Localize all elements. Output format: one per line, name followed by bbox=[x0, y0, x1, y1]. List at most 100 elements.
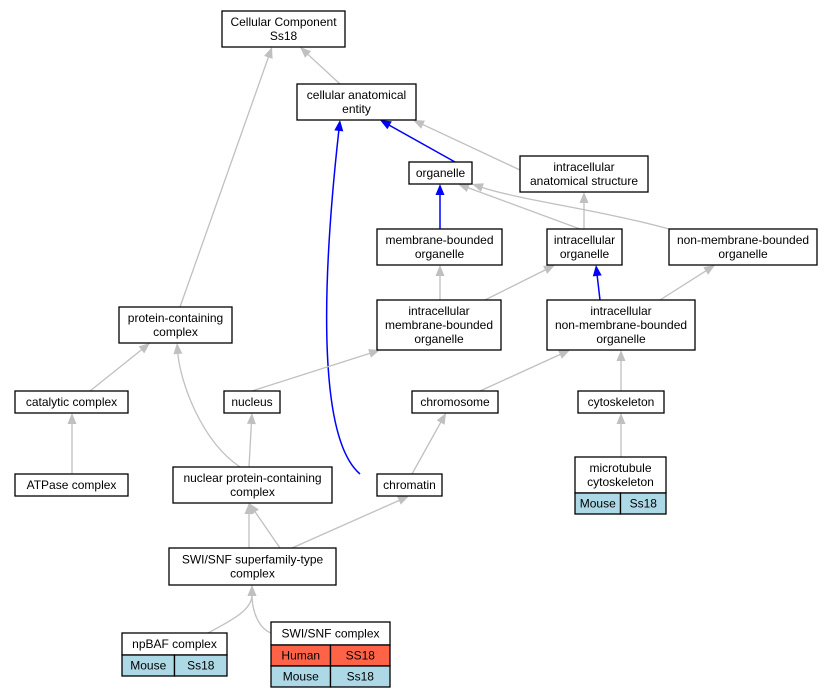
node-label-line: organelle bbox=[560, 247, 610, 261]
node-label-line: catalytic complex bbox=[26, 395, 117, 409]
edge-line bbox=[254, 510, 281, 549]
edge-line bbox=[248, 422, 253, 468]
arrowhead bbox=[592, 265, 602, 277]
edge-line bbox=[467, 186, 581, 230]
arrowhead bbox=[703, 265, 715, 275]
arrowhead bbox=[244, 503, 254, 514]
edge-line bbox=[659, 269, 707, 301]
arrowhead bbox=[380, 120, 392, 130]
edge-swi_snf_superfamily_type_complex-to-atpase_complex bbox=[472, 183, 670, 230]
node-label-line: intracellular bbox=[408, 304, 469, 318]
edge-npbaf_complex-to-swi_snf_superfamily_type_complex bbox=[413, 120, 521, 171]
edge-line bbox=[179, 56, 270, 308]
node-catalytic-complex[interactable]: catalytic complex bbox=[14, 390, 129, 414]
node-label-line: membrane-bounded bbox=[385, 318, 493, 332]
node-label-line: intracellular bbox=[590, 304, 651, 318]
species-label: Mouse bbox=[130, 659, 166, 673]
node-nucleus[interactable]: nucleus bbox=[223, 390, 281, 414]
node-label-line: Ss18 bbox=[270, 29, 298, 43]
node-label-line: complex bbox=[230, 567, 275, 581]
arrowhead bbox=[458, 183, 470, 192]
arrowhead bbox=[247, 585, 257, 596]
edge-line bbox=[479, 353, 562, 392]
edge-catalytic_complex-to-protein_containing_complex bbox=[479, 350, 570, 392]
node-box bbox=[14, 390, 129, 414]
arrowhead bbox=[334, 120, 344, 132]
node-box bbox=[574, 456, 667, 494]
node-intracellular-non-membrane-bounded-organelle[interactable]: intracellularnon-membrane-boundedorganel… bbox=[546, 299, 696, 351]
edge-swi_snf_superfamily_type_complex-to-nuclear_protein_containing_complex bbox=[579, 192, 589, 229]
node-box bbox=[223, 390, 281, 414]
node-box bbox=[376, 473, 443, 497]
edge-swi_snf_superfamily_type_complex-to-chromatin bbox=[380, 120, 456, 163]
edge-chromatin-to-chromosome bbox=[435, 184, 445, 229]
node-cytoskeleton[interactable]: cytoskeleton bbox=[577, 390, 665, 414]
node-label-line: intracellular bbox=[554, 233, 615, 247]
node-chromosome[interactable]: chromosome bbox=[411, 390, 499, 414]
node-label-line: SWI/SNF superfamily-type bbox=[182, 553, 324, 567]
node-label-line: anatomical structure bbox=[530, 174, 638, 188]
edge-line bbox=[306, 53, 341, 85]
node-box bbox=[577, 390, 665, 414]
gene-label: Ss18 bbox=[187, 659, 215, 673]
node-label-line: cytoskeleton bbox=[588, 395, 655, 409]
edge-microtubule_cytoskeleton-to-cytoskeleton bbox=[458, 183, 581, 230]
node-label-line: entity bbox=[342, 102, 371, 116]
node-box bbox=[668, 228, 818, 266]
edge-nuclear_protein_containing_complex-to-protein_containing_complex bbox=[616, 350, 626, 391]
edge-nuclear_protein_containing_complex-to-nucleus bbox=[592, 265, 602, 301]
arrowhead bbox=[472, 183, 484, 192]
node-label-line: organelle bbox=[414, 332, 464, 346]
node-label-line: complex bbox=[230, 485, 275, 499]
node-chromatin[interactable]: chromatin bbox=[376, 473, 443, 497]
arrowhead bbox=[616, 413, 626, 424]
node-box bbox=[408, 161, 473, 185]
edge-intracellular_organelle-to-organelle bbox=[173, 343, 241, 468]
node-box bbox=[221, 10, 346, 48]
node-label-line: membrane-bounded bbox=[385, 233, 493, 247]
node-label-line: npBAF complex bbox=[132, 637, 217, 651]
arrowhead bbox=[173, 343, 183, 355]
arrowhead bbox=[543, 265, 555, 274]
gene-label: Ss18 bbox=[630, 497, 658, 511]
edge-line bbox=[251, 594, 272, 634]
node-label-line: organelle bbox=[415, 247, 465, 261]
node-label-line: complex bbox=[153, 325, 198, 339]
species-label: Mouse bbox=[580, 497, 616, 511]
arrowhead bbox=[67, 413, 77, 424]
arrowhead bbox=[616, 350, 626, 361]
edge-line bbox=[325, 129, 361, 475]
edge-intracellular_organelle-to-intracellular_anatomical_structure bbox=[325, 120, 361, 475]
node-label-line: organelle bbox=[416, 166, 466, 180]
node-box bbox=[168, 547, 337, 586]
edge-line bbox=[251, 352, 371, 392]
edge-line bbox=[177, 352, 241, 468]
node-label-line: nuclear protein-containing bbox=[183, 471, 321, 485]
arrowhead bbox=[436, 413, 446, 425]
edge-cellular_anatomical_entity-to-cellular_component bbox=[249, 503, 281, 549]
node-organelle[interactable]: organelle bbox=[408, 161, 473, 185]
edge-protein_containing_complex-to-cellular_component bbox=[244, 503, 254, 548]
edge-line bbox=[421, 123, 521, 171]
node-label-line: microtubule bbox=[589, 461, 651, 475]
edge-intracellular_membrane_bounded_organelle-to-intracellular_organelle bbox=[89, 343, 150, 392]
node-atpase-complex[interactable]: ATPase complex bbox=[14, 473, 129, 497]
edge-swi_snf_complex-to-swi_snf_superfamily_type_complex bbox=[300, 47, 341, 85]
node-box bbox=[411, 390, 499, 414]
edge-intracellular_non_membrane_bounded_organelle-to-intracellular_organelle bbox=[67, 413, 77, 474]
node-label-line: cellular anatomical bbox=[307, 88, 406, 102]
